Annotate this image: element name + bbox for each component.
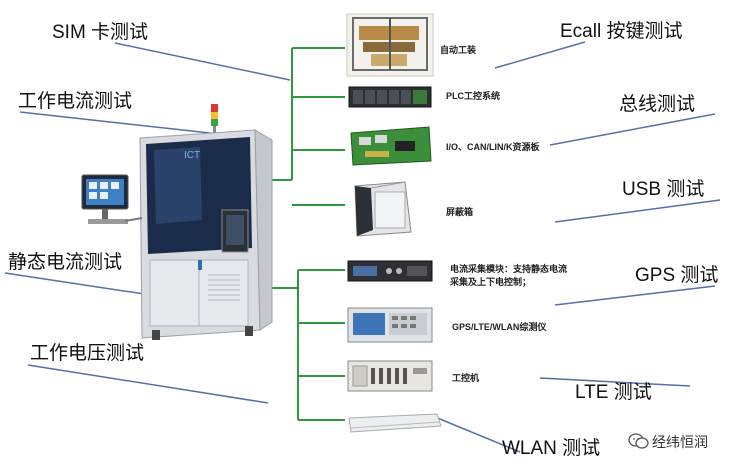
auto-fixture-image — [346, 13, 434, 77]
callout-lte-test: LTE 测试 — [575, 382, 652, 403]
module-caption-current-2: 采集及上下电控制； — [450, 277, 532, 287]
module-caption-plc: PLC工控系统 — [446, 91, 501, 101]
module-caption-current-1: 电流采集模块：支持静态电流 — [450, 264, 568, 274]
current-module-image — [347, 260, 433, 282]
test-machine-illustration: ICT — [81, 104, 273, 340]
wechat-icon — [628, 433, 649, 449]
callout-wlan-test: WLAN 测试 — [502, 438, 601, 459]
module-caption-auto: 自动工装 — [440, 45, 477, 55]
module-caption-shield: 屏蔽箱 — [446, 207, 474, 217]
callout-ecall-button-test: Ecall 按键测试 — [560, 21, 683, 42]
module-caption-io: I/O、CAN/LIN/K资源板 — [446, 142, 540, 152]
callout-static-current-test: 静态电流测试 — [8, 252, 123, 273]
callout-work-voltage-test: 工作电压测试 — [30, 343, 145, 364]
shield-box-image — [354, 181, 412, 237]
module-caption-ipc: 工控机 — [452, 373, 480, 383]
callout-usb-test: USB 测试 — [622, 179, 705, 200]
io-board-image — [350, 126, 432, 166]
gps-tester-image — [347, 307, 433, 343]
svg-text:ICT: ICT — [184, 150, 200, 161]
watermark-brand: 经纬恒润 — [652, 434, 708, 450]
plc-control-image — [348, 86, 432, 108]
callout-sim-card-test: SIM 卡测试 — [52, 22, 149, 43]
callout-gps-test: GPS 测试 — [635, 265, 719, 286]
callout-work-current-test: 工作电流测试 — [18, 91, 133, 112]
ipc-image — [347, 360, 433, 392]
module-caption-gps: GPS/LTE/WLAN综测仪 — [452, 322, 547, 332]
wlan-device-image — [348, 413, 442, 433]
callout-bus-test: 总线测试 — [619, 94, 696, 115]
